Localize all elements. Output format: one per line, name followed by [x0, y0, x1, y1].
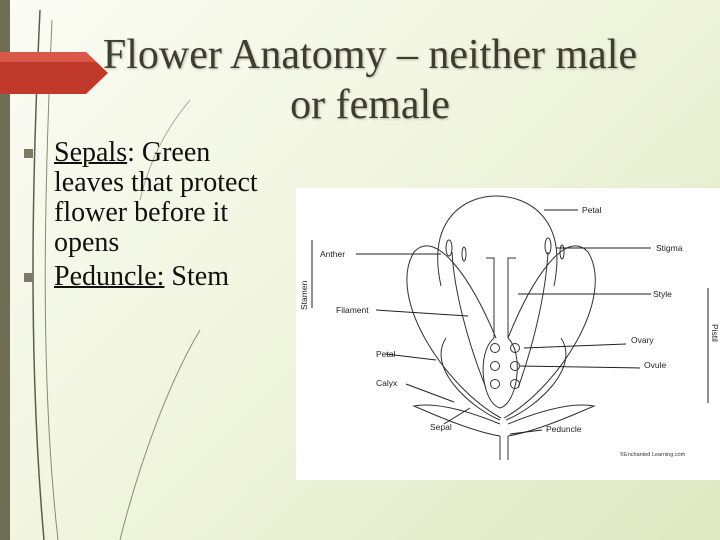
ovule-shape	[510, 343, 520, 353]
bullet-square-icon	[24, 273, 33, 282]
stamen-bracket: Stamen	[299, 240, 313, 310]
sepals-after-term: : Green	[127, 137, 211, 168]
right-petal-shape	[503, 245, 596, 419]
label-stigma: Stigma	[656, 243, 683, 253]
top-petal-shape	[437, 195, 558, 287]
inner-right-petal	[505, 337, 567, 421]
label-ovule: Ovule	[644, 360, 666, 370]
right-anther-shape-2	[559, 244, 565, 260]
label-stamen: Stamen	[299, 280, 309, 310]
title-line-1: Flower Anatomy – neither male	[102, 32, 638, 78]
right-filament	[517, 251, 549, 389]
term-sepals: Sepals	[54, 137, 128, 168]
ovule-shape	[490, 343, 500, 353]
pistil-bracket: Pistil	[707, 288, 720, 403]
peduncle-stem-shape	[499, 436, 509, 460]
slide-title: Flower Anatomy – neither male or female	[40, 30, 700, 130]
left-accent-bar	[0, 0, 10, 540]
left-filament	[451, 251, 487, 389]
ovule-shape	[490, 361, 500, 371]
title-line-2: or female	[290, 82, 450, 128]
label-petal-left: Petal	[376, 349, 395, 359]
flower-anatomy-diagram: Stamen Pistil Petal Stigma Anther Style …	[296, 188, 720, 480]
ovule-shape	[510, 361, 520, 371]
label-filament: Filament	[336, 305, 369, 315]
leader-lines	[356, 209, 651, 435]
label-style: Style	[653, 289, 672, 299]
bullet-sepals: Sepals: Green leaves that protect flower…	[24, 138, 284, 258]
pistil-shape	[482, 257, 518, 409]
label-anther: Anther	[320, 249, 345, 259]
peduncle-description: Stem	[164, 261, 229, 292]
left-petal-shape	[406, 245, 502, 419]
bullet-square-icon	[24, 149, 33, 158]
label-calyx: Calyx	[376, 378, 398, 388]
term-peduncle: Peduncle:	[54, 261, 165, 292]
label-petal-top: Petal	[582, 205, 601, 215]
label-sepal: Sepal	[430, 422, 452, 432]
right-sepal-shape	[507, 404, 596, 437]
bullet-list: Sepals: Green leaves that protect flower…	[24, 138, 284, 296]
label-ovary: Ovary	[631, 335, 654, 345]
label-pistil: Pistil	[710, 324, 720, 342]
inner-left-petal	[440, 337, 501, 421]
bullet-peduncle: Peduncle: Stem	[24, 262, 284, 292]
sepals-description: leaves that protect flower before it ope…	[54, 167, 258, 258]
left-sepal-shape	[412, 404, 501, 437]
left-anther-shape-2	[461, 246, 467, 262]
ovule-shape	[490, 379, 500, 389]
left-anther-shape	[445, 239, 453, 257]
right-anther-shape	[544, 237, 552, 255]
ovule-shape	[510, 379, 520, 389]
title-accent-arrow	[0, 52, 108, 94]
flower-drawing	[406, 195, 596, 460]
label-peduncle: Peduncle	[546, 424, 582, 434]
diagram-credit: ©Enchanted Learning.com	[620, 451, 686, 458]
